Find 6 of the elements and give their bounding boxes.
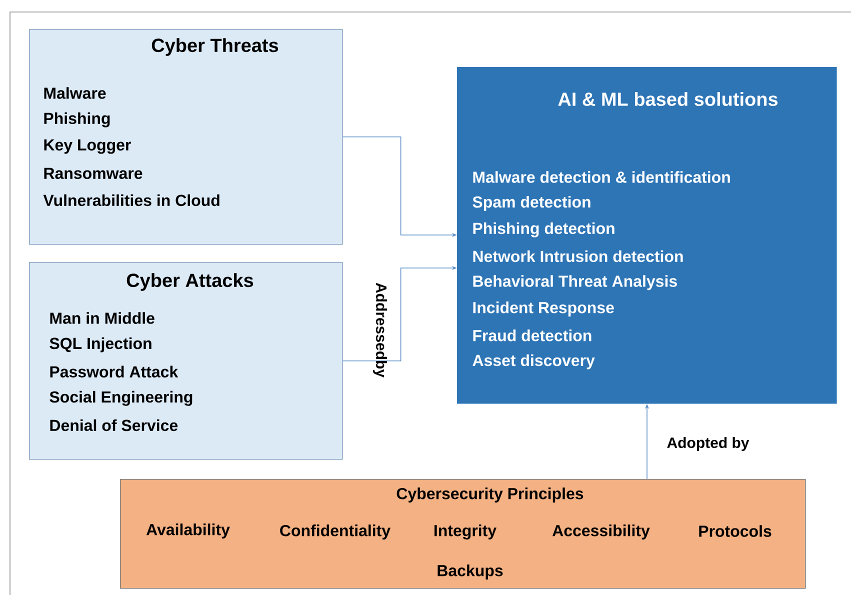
principle-box: Cybersecurity Principles Availability Confidentiality Integrity Accessibility Protocols Backups bbox=[120, 479, 806, 589]
rotated-label: Addressedby bbox=[373, 282, 387, 378]
threat-box: Cyber Threats Malware Phishing Key Logger Ransomware Vulnerabilities in Cloud bbox=[29, 29, 343, 245]
attack-box: Cyber Attacks Man in Middle SQL Injection Password Attack Social Engineering Denial of Service bbox=[29, 262, 343, 460]
edge-label: Adopted by bbox=[667, 437, 750, 451]
solution-box: AI & ML based solutions Malware detection & identification Spam detection Phishing detection Network Intrusion detection Behavioral Threat Analysis Incident Response Fraud detection Asset discovery bbox=[457, 67, 837, 404]
